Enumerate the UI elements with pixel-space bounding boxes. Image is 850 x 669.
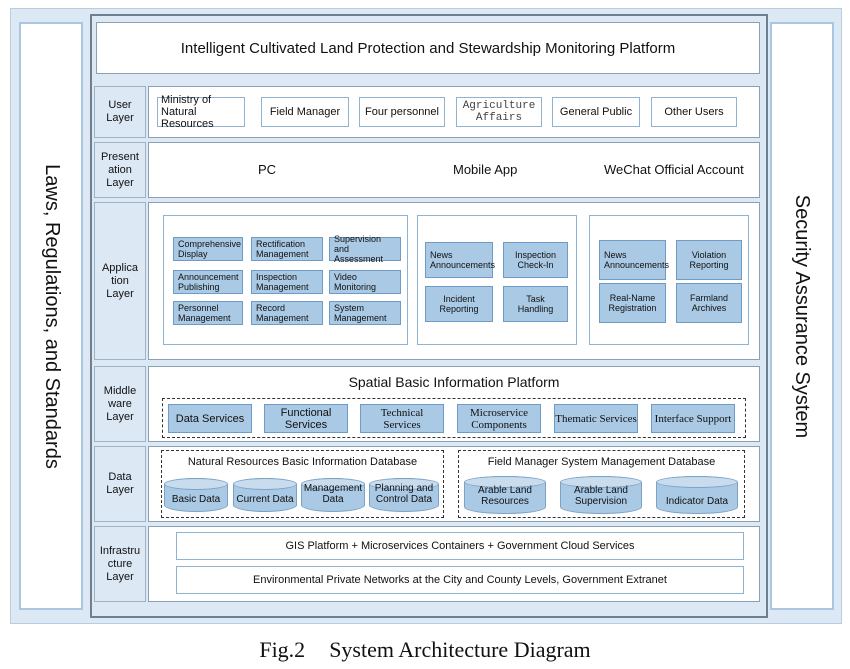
data-left-item-label: Basic Data	[171, 494, 221, 505]
data-right-item: Indicator Data	[656, 476, 738, 514]
app-pc-item: Record Management	[251, 301, 323, 325]
user-layer-label: User Layer	[94, 86, 146, 138]
application-layer-label: Applica tion Layer	[94, 202, 146, 360]
infrastructure-item: GIS Platform + Microservices Containers …	[176, 532, 744, 560]
app-mobile-item: News Announcements	[425, 242, 495, 278]
app-mobile-item: Incident Reporting	[425, 286, 493, 322]
data-left-item: Planning and Control Data	[369, 478, 439, 512]
app-mobile-panel	[417, 215, 577, 345]
left-sidebar: Laws, Regulations, and Standards	[19, 22, 83, 610]
data-left-item-label: Management Data	[303, 483, 363, 505]
middleware-layer-label: Middle ware Layer	[94, 366, 146, 442]
presentation-layer-label: Present ation Layer	[94, 142, 146, 198]
data-right-item: Arable Land Resources	[464, 476, 546, 514]
infrastructure-item: Environmental Private Networks at the Ci…	[176, 566, 744, 594]
app-pc-item: Comprehensive Display	[173, 237, 243, 261]
app-wechat-item: Farmland Archives	[676, 283, 742, 323]
figure-caption: Fig.2 System Architecture Diagram	[0, 635, 850, 665]
data-layer-label: Data Layer	[94, 446, 146, 522]
data-right-item-label: Arable Land Resources	[478, 485, 532, 507]
app-pc-item: Supervision and Assessment	[329, 234, 401, 264]
user-other-users: Other Users	[651, 97, 737, 127]
app-wechat-panel	[589, 215, 749, 345]
middleware-item: Thematic Services	[554, 404, 638, 433]
presentation-wechat: WeChat Official Account	[604, 162, 744, 177]
data-left-item: Basic Data	[164, 478, 228, 512]
middleware-group	[162, 398, 746, 438]
app-wechat-item: Violation Reporting	[676, 240, 742, 280]
app-mobile-item: Inspection Check-In	[503, 242, 568, 278]
middleware-item: Microservice Components	[457, 404, 541, 433]
user-general-public: General Public	[552, 97, 640, 127]
user-four-personnel: Four personnel	[359, 97, 445, 127]
figure-number: Fig.2	[259, 637, 306, 662]
middleware-item: Functional Services	[264, 404, 348, 433]
app-pc-item: Video Monitoring	[329, 270, 401, 294]
middleware-title: Spatial Basic Information Platform	[348, 374, 560, 390]
figure-caption-text: System Architecture Diagram	[329, 637, 591, 662]
app-pc-item: System Management	[329, 301, 401, 325]
app-pc-item: Personnel Management	[173, 301, 243, 325]
data-right-title: Field Manager System Management Database	[487, 456, 716, 468]
middleware-item: Data Services	[168, 404, 252, 433]
data-right-item-label: Indicator Data	[665, 496, 729, 507]
presentation-pc: PC	[258, 162, 277, 177]
data-left-item: Management Data	[301, 478, 365, 512]
app-wechat-item: News Announcements	[599, 240, 669, 280]
data-right-item-label: Arable Land Supervision	[574, 485, 628, 507]
infrastructure-layer-label: Infrastru cture Layer	[94, 526, 146, 602]
right-sidebar: Security Assurance System	[770, 22, 834, 610]
data-left-item-label: Planning and Control Data	[374, 483, 434, 505]
middleware-item: Interface Support	[651, 404, 735, 433]
app-pc-item: Announcement Publishing	[173, 270, 243, 294]
app-pc-item: Rectification Management	[251, 237, 323, 261]
app-wechat-item: Real-Name Registration	[599, 283, 666, 323]
app-mobile-item: Task Handling	[503, 286, 568, 322]
platform-title: Intelligent Cultivated Land Protection a…	[96, 22, 760, 74]
data-left-title: Natural Resources Basic Information Data…	[187, 456, 418, 468]
user-ministry: Ministry of Natural Resources	[157, 94, 245, 130]
data-right-item: Arable Land Supervision	[560, 476, 642, 514]
user-field-manager: Field Manager	[261, 97, 349, 127]
right-sidebar-label: Security Assurance System	[791, 194, 814, 438]
user-agriculture-affairs: Agriculture Affairs	[456, 97, 542, 127]
presentation-layer-panel	[148, 142, 760, 198]
data-left-item: Current Data	[233, 478, 297, 512]
presentation-mobile-app: Mobile App	[453, 162, 518, 177]
app-pc-item: Inspection Management	[251, 270, 323, 294]
left-sidebar-label: Laws, Regulations, and Standards	[40, 163, 63, 469]
data-left-item-label: Current Data	[236, 494, 294, 505]
middleware-item: Technical Services	[360, 404, 444, 433]
